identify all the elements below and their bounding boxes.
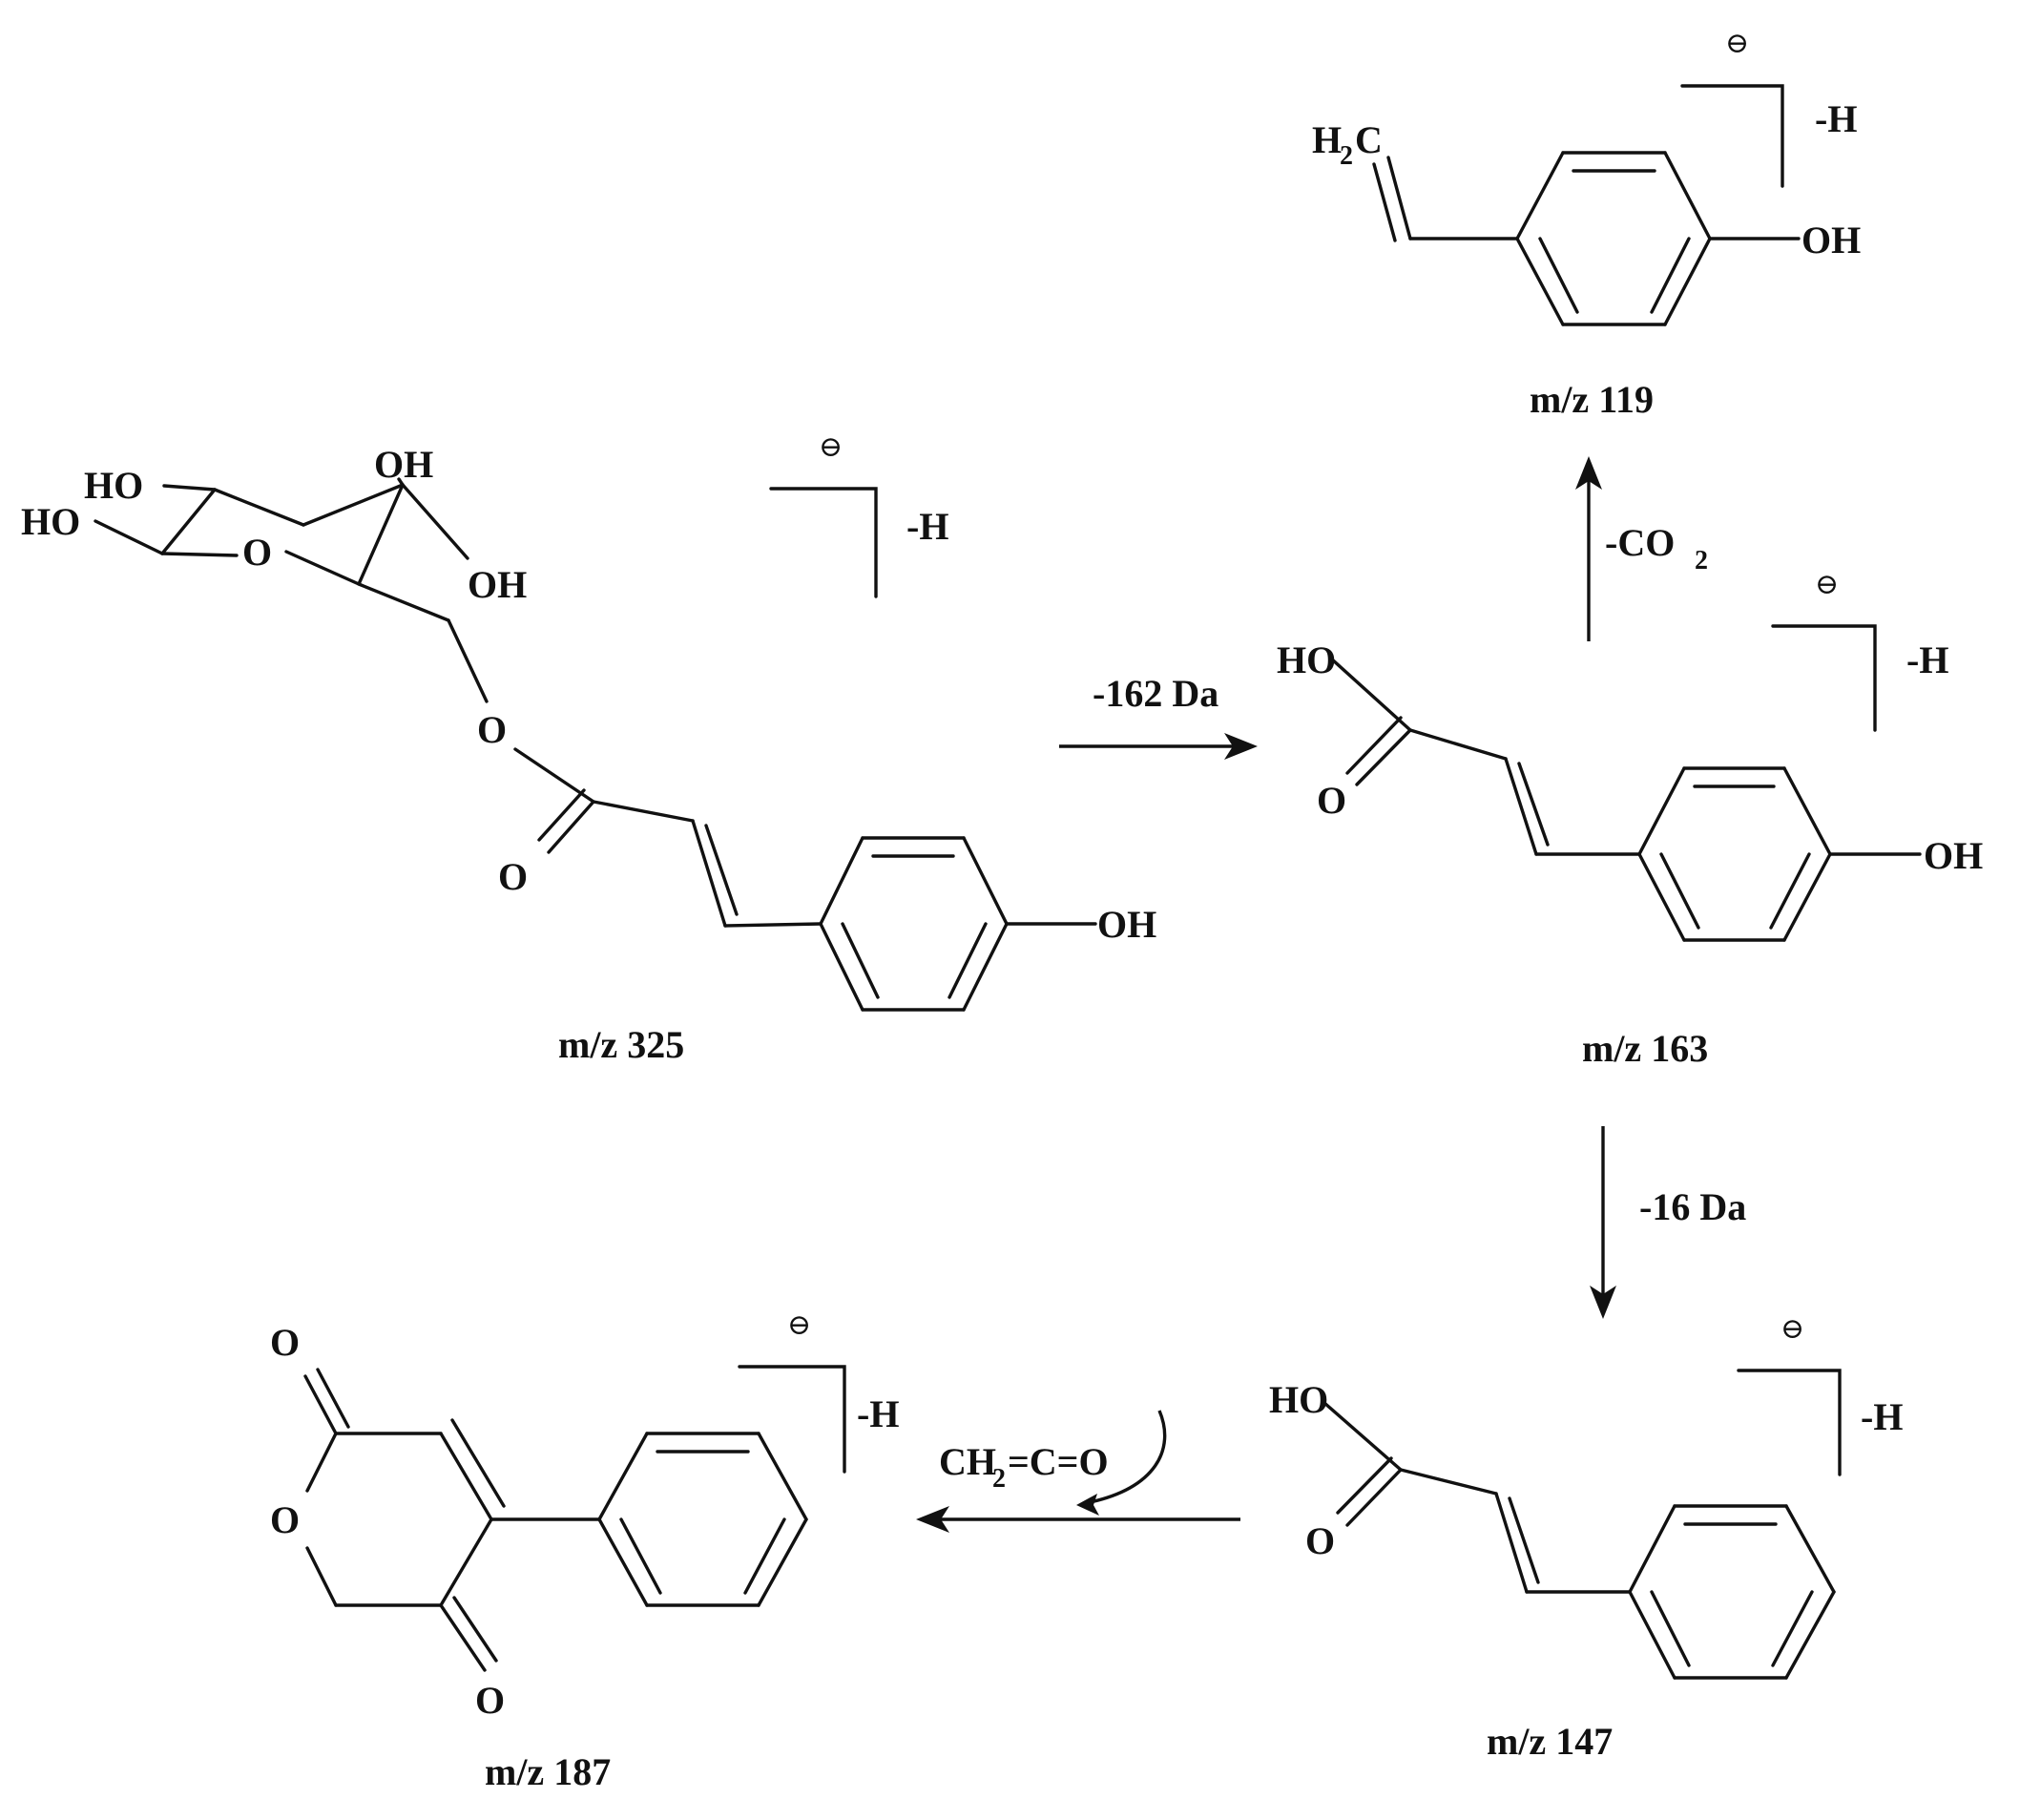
co2-main: -CO [1605,521,1675,564]
co2-subscript: 2 [1695,546,1708,575]
atom-h2c-h: H [1312,118,1342,161]
bonds-mz-163 [1329,657,1922,942]
arrowhead-up-icon [1575,456,1602,490]
atom-oh-phenol: OH [1801,219,1861,261]
minus-h-label: -H [1861,1395,1903,1438]
atom-ho-acid: HO [1277,638,1336,681]
bonds-mz-119 [1372,151,1801,326]
negative-charge-icon: ⊖ [1781,1313,1804,1345]
mz-label-119: m/z 119 [1530,378,1654,421]
mz-label-325: m/z 325 [558,1023,684,1066]
atom-ho-acid: HO [1269,1378,1328,1421]
ketene-rest: =C=O [1008,1440,1109,1483]
bonds-mz-147 [1322,1401,1836,1680]
atom-o-ring: O [270,1498,300,1541]
transition-label-16da: -16 Da [1639,1185,1746,1228]
minus-h-label: -H [857,1392,899,1435]
atom-h2c: H 2 C [1312,118,1383,171]
negative-charge-icon: ⊖ [819,431,843,463]
atom-o-carbonyl: O [1305,1519,1335,1562]
atom-oh-2: OH [468,563,527,606]
atom-oh-phenol: OH [1097,903,1156,946]
bonds-mz-187 [303,1368,808,1672]
curved-arrow [1085,1410,1167,1505]
atom-o-carbonyl: O [498,855,528,898]
negative-charge-icon: ⊖ [1815,569,1839,600]
atom-o-carbonyl: O [1317,779,1346,822]
charge-bracket-mz-163: -H ⊖ [1771,569,1948,732]
molecule-mz-147: HO O -H ⊖ m/z 147 [1269,1313,1903,1763]
mz-label-163: m/z 163 [1582,1027,1708,1070]
ketene-ch: CH [939,1440,996,1483]
atom-ho-1: HO [21,500,80,543]
charge-bracket-mz-325: -H ⊖ [769,431,948,598]
atom-h2c-subscript: 2 [1340,141,1353,171]
arrowhead-down-icon [1590,1286,1616,1319]
bonds-mz-325 [94,477,1097,1012]
transition-325-to-163: -162 Da [1059,672,1258,760]
transition-163-to-147: -16 Da [1590,1126,1746,1319]
molecule-mz-163: HO O OH -H ⊖ m/z 163 [1277,569,1983,1070]
mz-label-187: m/z 187 [485,1750,611,1793]
transition-147-to-187: CH 2 =C=O [916,1410,1240,1533]
transition-label-ketene: CH 2 =C=O [939,1440,1109,1494]
transition-163-to-119: -CO 2 [1575,456,1708,641]
mz-label-147: m/z 147 [1487,1720,1613,1763]
atom-o-ring: O [242,531,272,574]
charge-bracket-mz-119: -H ⊖ [1680,28,1857,188]
minus-h-label: -H [906,505,948,548]
transition-label-co2: -CO 2 [1605,521,1708,575]
charge-bracket-mz-147: -H ⊖ [1737,1313,1903,1476]
curved-arrowhead-icon [1076,1494,1099,1516]
negative-charge-icon: ⊖ [1725,28,1749,59]
negative-charge-icon: ⊖ [787,1309,811,1341]
atom-o-carbonyl-top: O [270,1321,300,1364]
molecule-mz-187: O O O -H ⊖ m/z 187 [270,1309,899,1793]
atom-h2c-c: C [1355,118,1383,161]
arrowhead-left-icon [916,1506,949,1533]
charge-bracket-mz-187: -H ⊖ [738,1309,899,1474]
transition-label-162da: -162 Da [1093,672,1218,715]
minus-h-label: -H [1906,638,1948,681]
atom-oh-phenol: OH [1924,834,1983,877]
atom-o-ester: O [477,708,507,751]
molecule-mz-119: H 2 C OH -H ⊖ m/z 119 [1312,28,1861,421]
ketene-subscript: 2 [992,1464,1006,1494]
atom-oh-1: OH [374,443,433,486]
atom-o-carbonyl-bottom: O [475,1679,505,1722]
arrowhead-right-icon [1224,733,1258,760]
minus-h-label: -H [1815,97,1857,140]
atom-ho-2: HO [84,464,143,507]
molecule-mz-325: HO HO OH OH O O O OH -H ⊖ m/z 325 [21,431,1156,1066]
